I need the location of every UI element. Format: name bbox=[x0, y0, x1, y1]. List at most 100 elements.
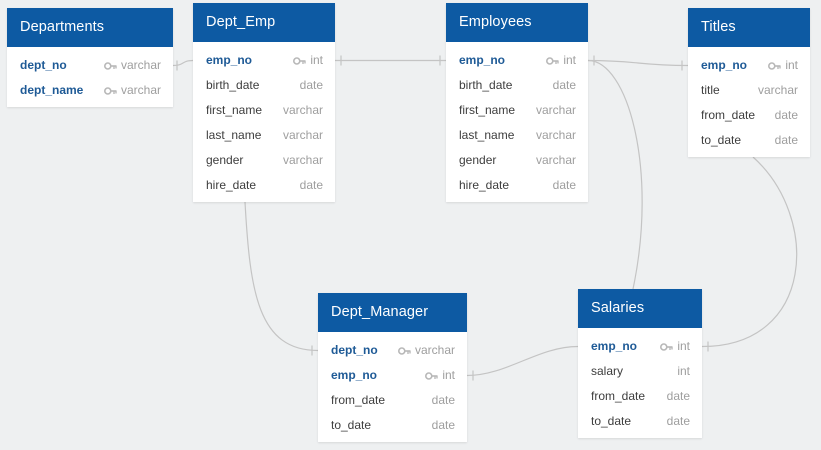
field-type-label: int bbox=[442, 368, 455, 382]
field-name: last_name bbox=[459, 128, 515, 142]
field-name: from_date bbox=[701, 108, 756, 122]
field-type-label: date bbox=[666, 414, 690, 428]
field-type: varchar bbox=[758, 78, 798, 103]
field-name: birth_date bbox=[459, 78, 513, 92]
field-type: date bbox=[300, 173, 323, 198]
field-name: from_date bbox=[591, 389, 646, 403]
field-type: varchar bbox=[536, 148, 576, 173]
field-row-birth-date[interactable]: birth_date date bbox=[446, 73, 588, 98]
key-icon bbox=[660, 335, 674, 360]
field-type-label: date bbox=[774, 108, 798, 122]
field-name: dept_no bbox=[20, 58, 67, 72]
field-name: birth_date bbox=[206, 78, 260, 92]
field-type-label: varchar bbox=[535, 103, 576, 117]
table-title[interactable]: Dept_Manager bbox=[318, 293, 467, 332]
table-dept-manager[interactable]: Dept_Manager dept_no varchar emp_no int from_… bbox=[318, 293, 467, 442]
table-title[interactable]: Employees bbox=[446, 3, 588, 42]
field-type: date bbox=[553, 173, 576, 198]
field-type-label: int bbox=[677, 339, 690, 353]
field-type: varchar bbox=[536, 98, 576, 123]
field-name: first_name bbox=[206, 103, 263, 117]
field-type-label: varchar bbox=[282, 128, 323, 142]
field-row-birth-date[interactable]: birth_date date bbox=[193, 73, 335, 98]
field-type: date bbox=[775, 103, 798, 128]
field-row-emp-no[interactable]: emp_no int bbox=[446, 48, 588, 73]
field-type-label: varchar bbox=[535, 153, 576, 167]
field-name: first_name bbox=[459, 103, 516, 117]
field-type: int bbox=[660, 334, 690, 360]
field-row-emp-no[interactable]: emp_no int bbox=[318, 363, 467, 388]
link-dept-emp-dept-manager bbox=[244, 201, 319, 352]
field-row-salary[interactable]: salary int bbox=[578, 359, 702, 384]
key-icon bbox=[768, 54, 782, 79]
field-row-dept-no[interactable]: dept_no varchar bbox=[318, 338, 467, 363]
field-name: emp_no bbox=[459, 53, 506, 67]
field-name: dept_name bbox=[20, 83, 84, 97]
field-type: date bbox=[432, 388, 455, 413]
table-title[interactable]: Salaries bbox=[578, 289, 702, 328]
field-row-first-name[interactable]: first_name varchar bbox=[446, 98, 588, 123]
link-employees-salaries bbox=[587, 59, 643, 290]
field-type: int bbox=[425, 363, 455, 389]
link-salaries-dept-manager bbox=[466, 345, 579, 377]
field-row-last-name[interactable]: last_name varchar bbox=[193, 123, 335, 148]
field-type: int bbox=[546, 48, 576, 74]
field-row-last-name[interactable]: last_name varchar bbox=[446, 123, 588, 148]
table-title[interactable]: Dept_Emp bbox=[193, 3, 335, 42]
link-departments-dept-emp bbox=[172, 59, 194, 67]
field-type-label: varchar bbox=[535, 128, 576, 142]
field-type: int bbox=[768, 53, 798, 79]
field-type-label: varchar bbox=[414, 343, 455, 357]
field-name: dept_no bbox=[331, 343, 378, 357]
field-type-label: varchar bbox=[120, 58, 161, 72]
field-name: last_name bbox=[206, 128, 262, 142]
field-row-hire-date[interactable]: hire_date date bbox=[446, 173, 588, 198]
field-type: date bbox=[300, 73, 323, 98]
field-type: int bbox=[677, 359, 690, 384]
field-type-label: date bbox=[299, 178, 323, 192]
table-title[interactable]: Departments bbox=[7, 8, 173, 47]
field-name: hire_date bbox=[459, 178, 510, 192]
field-row-from-date[interactable]: from_date date bbox=[688, 103, 810, 128]
field-type-label: int bbox=[785, 58, 798, 72]
field-type-label: int bbox=[563, 53, 576, 67]
field-type: date bbox=[432, 413, 455, 438]
field-row-first-name[interactable]: first_name varchar bbox=[193, 98, 335, 123]
key-icon bbox=[546, 49, 560, 74]
field-type-label: date bbox=[431, 393, 455, 407]
field-type: date bbox=[553, 73, 576, 98]
field-type-label: varchar bbox=[120, 83, 161, 97]
field-type-label: date bbox=[552, 78, 576, 92]
key-icon bbox=[425, 364, 439, 389]
table-title[interactable]: Titles bbox=[688, 8, 810, 47]
field-row-dept-no[interactable]: dept_no varchar bbox=[7, 53, 173, 78]
field-type-label: date bbox=[299, 78, 323, 92]
field-name: salary bbox=[591, 364, 624, 378]
field-name: gender bbox=[206, 153, 244, 167]
field-type-label: varchar bbox=[282, 103, 323, 117]
field-name: emp_no bbox=[331, 368, 378, 382]
field-row-dept-name[interactable]: dept_name varchar bbox=[7, 78, 173, 103]
